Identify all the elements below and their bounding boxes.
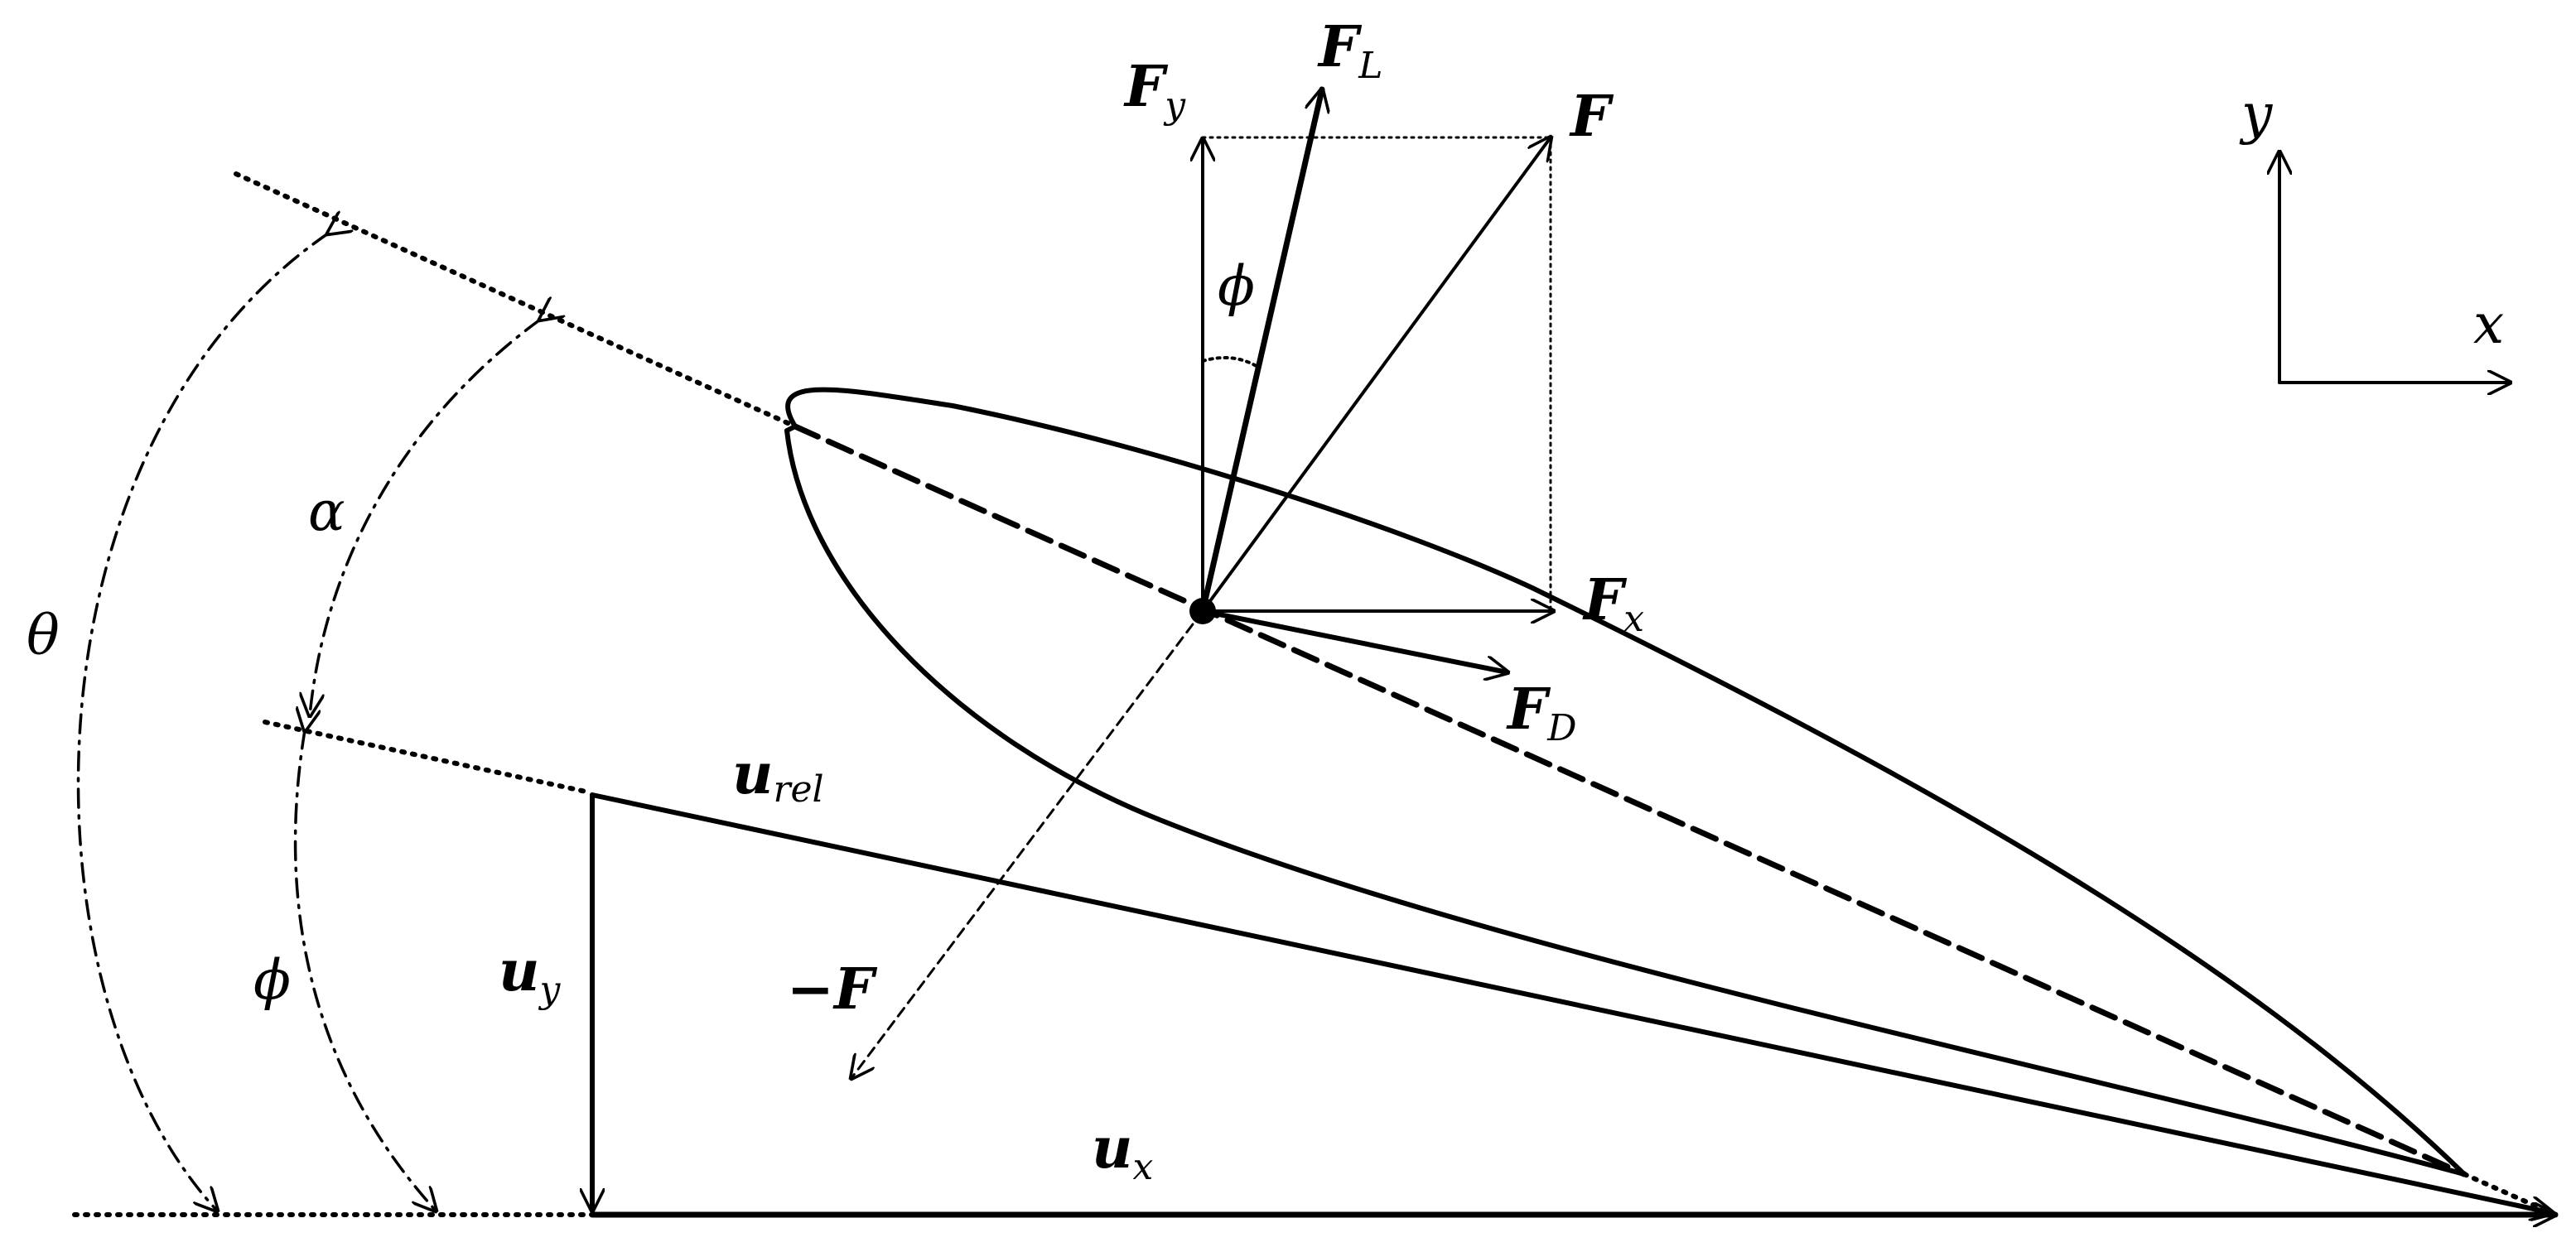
f-resultant-vector <box>1201 137 1551 613</box>
label-urel: urel <box>732 741 824 811</box>
urel-vector <box>590 792 2553 1213</box>
theta-angle-arc <box>76 234 328 1211</box>
relative-wind-reference-line <box>263 720 592 795</box>
fd-drag-vector <box>1200 609 1507 672</box>
fl-lift-vector <box>1199 89 1322 614</box>
airfoil-outline <box>784 387 2467 1177</box>
pivot-point <box>1189 598 1216 624</box>
label-f: F <box>1569 84 1614 150</box>
label-fl: FL <box>1317 14 1383 87</box>
chord-line <box>792 423 2467 1177</box>
label-axis-y: y <box>2239 82 2273 146</box>
chord-line-trailing-extension <box>2462 1172 2558 1217</box>
label-phi-top: ϕ <box>1218 254 1255 318</box>
label-fd: FD <box>1506 676 1577 749</box>
negative-f-vector <box>851 609 1204 1078</box>
label-theta: θ <box>27 604 60 667</box>
label-fy: Fy <box>1123 54 1186 127</box>
chord-line-extension <box>234 171 798 429</box>
label-fx: Fx <box>1582 567 1644 640</box>
label-phi-left: ϕ <box>253 948 291 1012</box>
label-alpha: α <box>308 479 345 543</box>
label-uy: uy <box>499 938 561 1011</box>
label-axis-x: x <box>2473 292 2504 356</box>
phi-angle-arc-left <box>293 730 436 1211</box>
label-ux: ux <box>1092 1115 1153 1188</box>
phi-angle-arc-top <box>1201 356 1261 369</box>
label-negative-f: −F <box>787 956 878 1023</box>
alpha-angle-arc <box>310 320 540 715</box>
